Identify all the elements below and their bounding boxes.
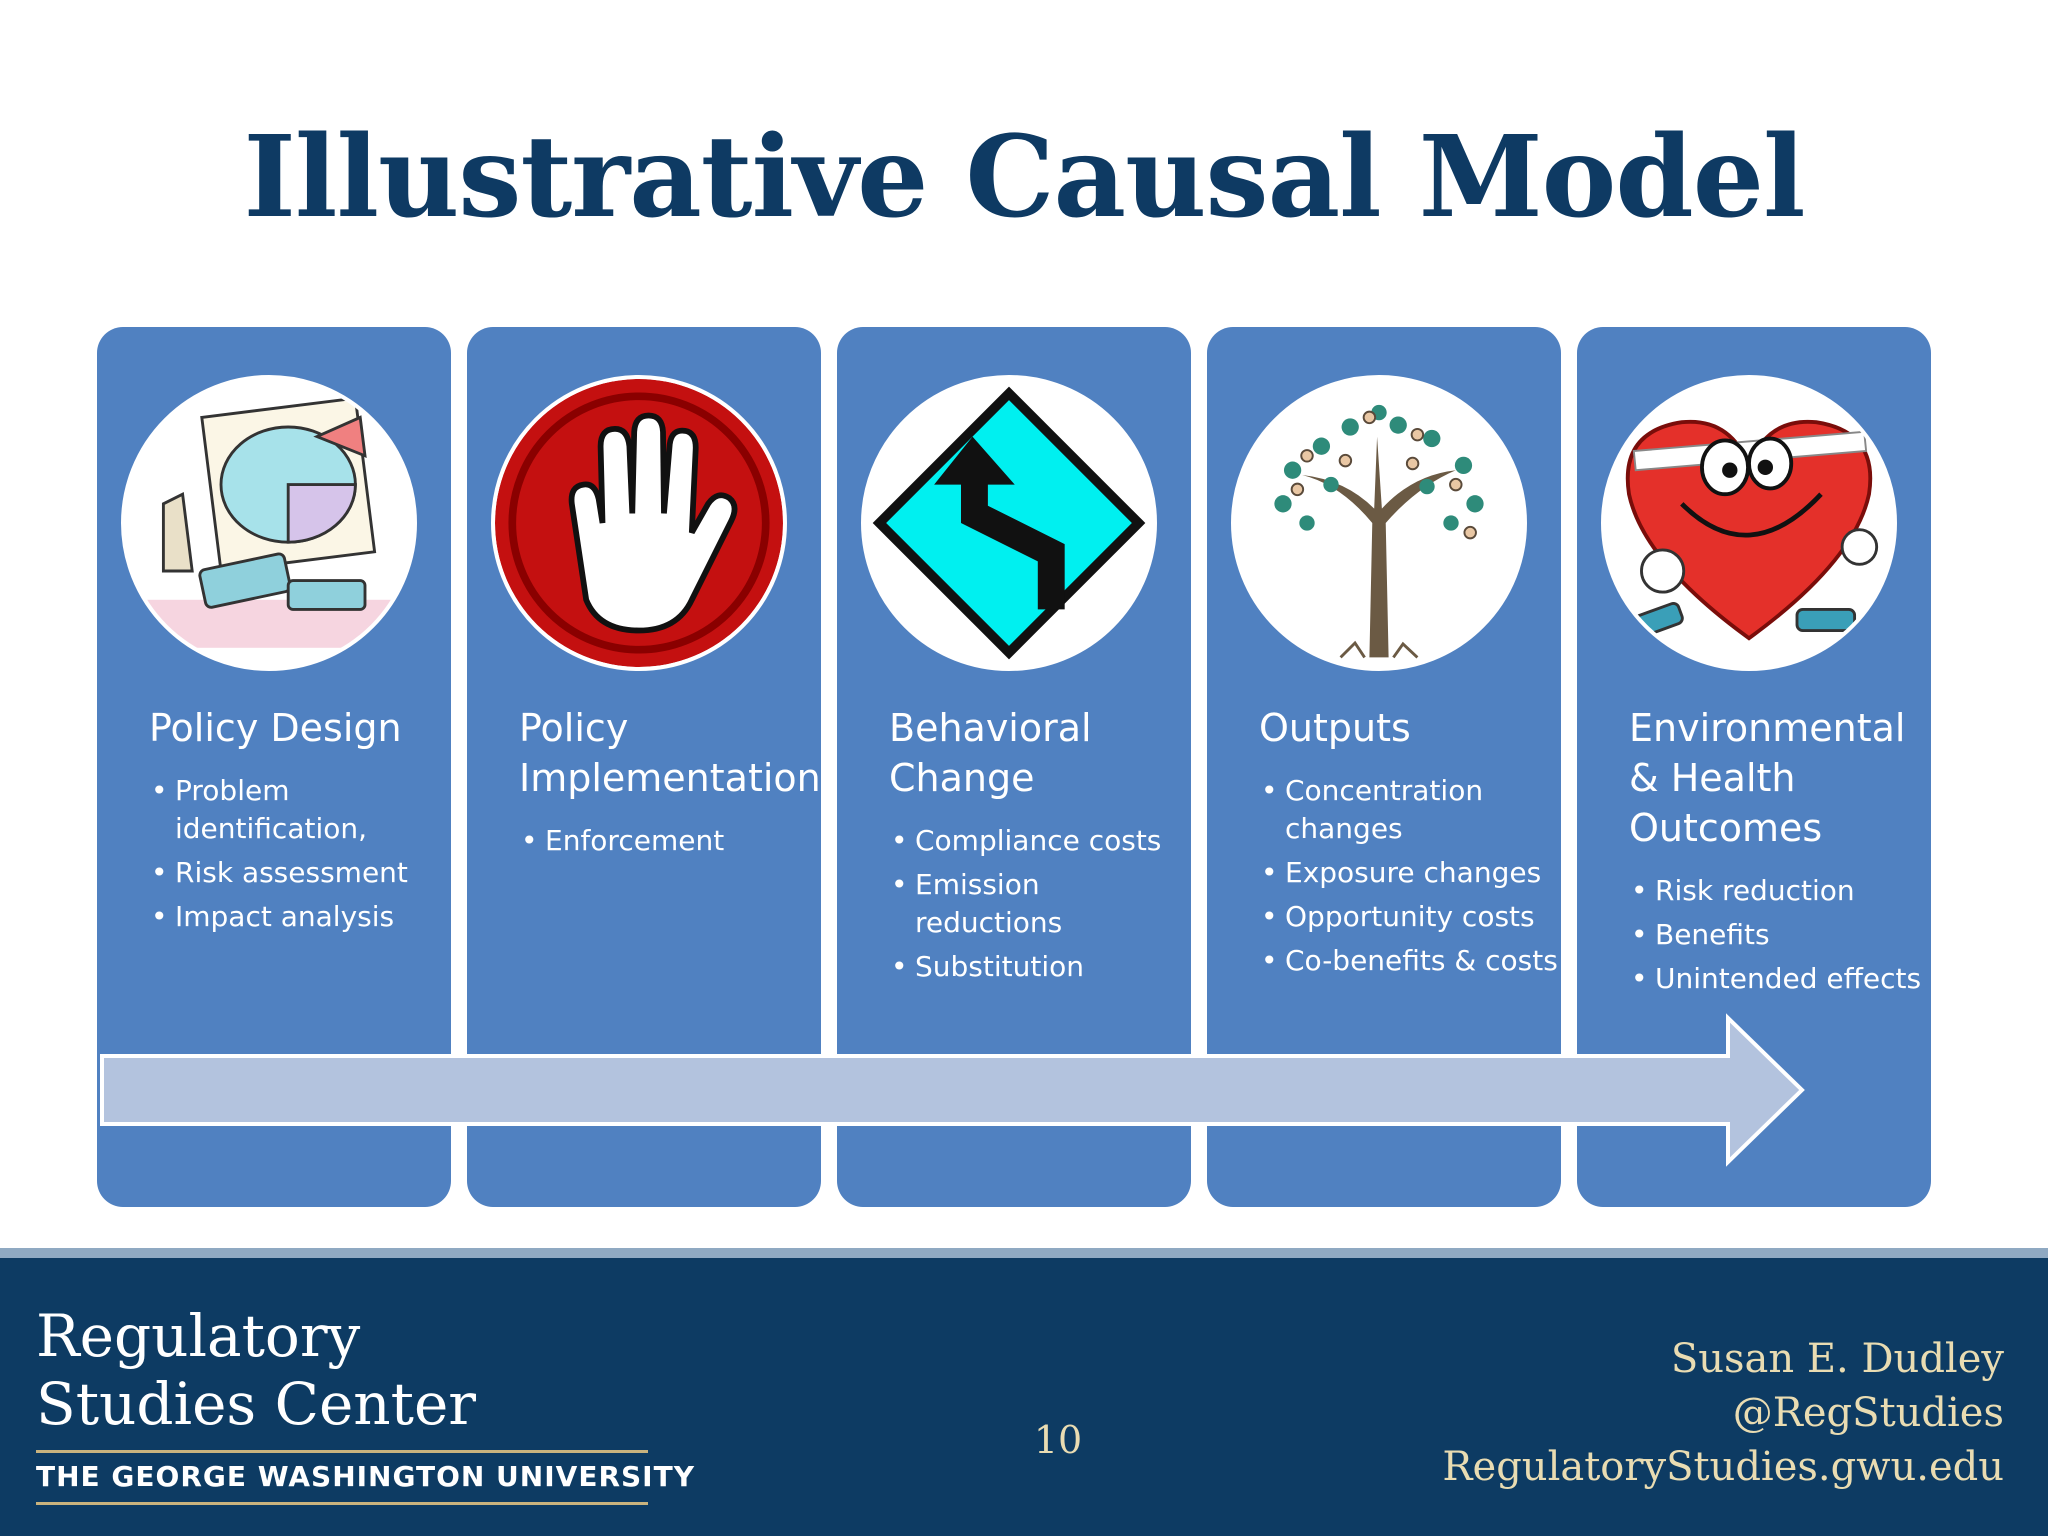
flow-arrow — [98, 1010, 1810, 1170]
list-item: Unintended effects — [1629, 960, 1929, 998]
tree-icon — [1231, 375, 1527, 671]
list-item: Benefits — [1629, 916, 1929, 954]
panel-title: Policy Design — [149, 706, 402, 750]
bullet-list: Risk reduction Benefits Unintended effec… — [1629, 872, 1929, 1004]
list-item: Co-benefits & costs — [1259, 942, 1559, 980]
divider — [36, 1502, 648, 1505]
org-name-line: Regulatory — [36, 1302, 361, 1370]
panel-policy-design: Policy Design Problem identification, Ri… — [97, 327, 451, 1207]
university-name: THE GEORGE WASHINGTON UNIVERSITY — [36, 1460, 695, 1493]
website-link[interactable]: RegulatoryStudies.gwu.edu — [1442, 1444, 2004, 1490]
winding-road-sign-icon — [861, 375, 1157, 671]
heart-character-icon — [1601, 375, 1897, 671]
list-item: Concentration changes — [1259, 772, 1559, 848]
bullet-list: Enforcement — [519, 822, 819, 866]
bullet-list: Problem identification, Risk assessment … — [149, 772, 449, 942]
list-item: Compliance costs — [889, 822, 1189, 860]
contact-info: Susan E. Dudley @RegStudies RegulatorySt… — [1442, 1332, 2004, 1494]
org-name-line: Studies Center — [36, 1370, 477, 1438]
list-item: Problem identification, — [149, 772, 449, 848]
bullet-list: Concentration changes Exposure changes O… — [1259, 772, 1559, 986]
list-item: Impact analysis — [149, 898, 449, 936]
slide-title: Illustrative Causal Model — [243, 112, 1806, 243]
bullet-list: Compliance costs Emission reductions Sub… — [889, 822, 1189, 992]
panel-title: Outputs — [1259, 706, 1411, 750]
page-number: 10 — [1033, 1418, 1083, 1462]
list-item: Enforcement — [519, 822, 819, 860]
author-name: Susan E. Dudley — [1670, 1336, 2004, 1382]
footer: Regulatory Studies Center THE GEORGE WAS… — [0, 1248, 2048, 1536]
social-handle[interactable]: @RegStudies — [1732, 1390, 2004, 1436]
panel-title: Behavioral Change — [889, 706, 1092, 800]
list-item: Exposure changes — [1259, 854, 1559, 892]
list-item: Risk reduction — [1629, 872, 1929, 910]
list-item: Emission reductions — [889, 866, 1189, 942]
policy-design-illustration-icon — [121, 375, 417, 671]
org-name: Regulatory Studies Center — [36, 1302, 476, 1438]
stop-hand-icon — [491, 375, 787, 671]
divider — [36, 1450, 648, 1453]
list-item: Risk assessment — [149, 854, 449, 892]
panel-title: Policy Implementation — [519, 706, 821, 800]
panel-title: Environmental & Health Outcomes — [1629, 706, 1906, 850]
list-item: Opportunity costs — [1259, 898, 1559, 936]
list-item: Substitution — [889, 948, 1189, 986]
